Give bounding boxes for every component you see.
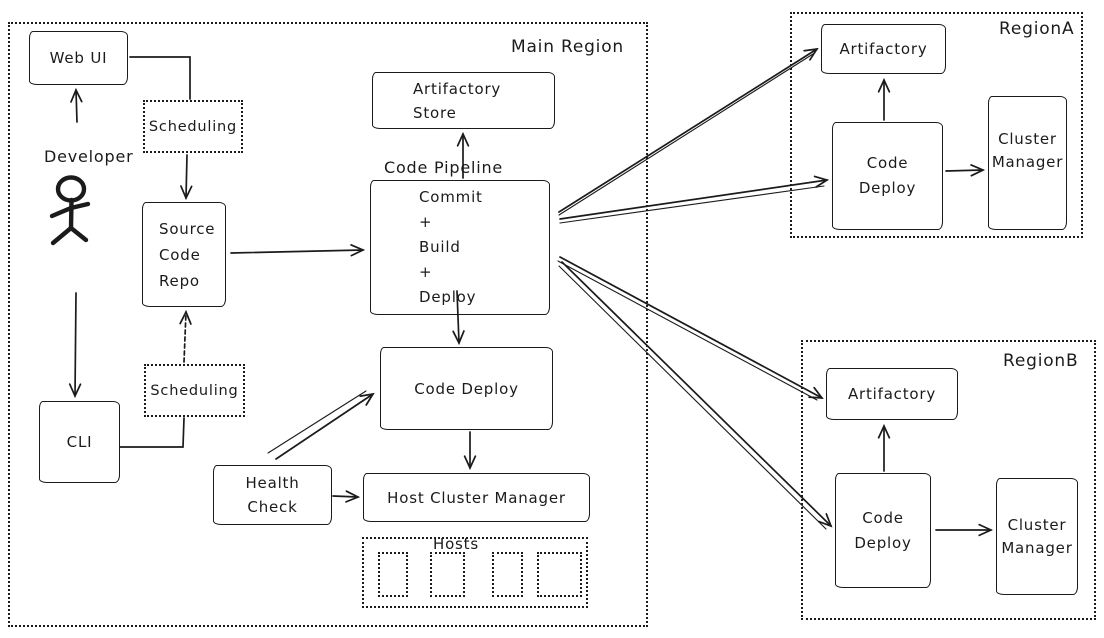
node-scheduling-top: Scheduling (143, 100, 243, 153)
node-code-deploy-region-b: Code Deploy (835, 473, 931, 588)
node-cluster-manager-region-b: Cluster Manager (996, 478, 1078, 595)
region-a-label: RegionA (999, 19, 1075, 39)
node-health-check: Health Check (213, 465, 332, 525)
node-artifactory-region-b: Artifactory (826, 368, 958, 420)
host-box-2 (430, 552, 465, 597)
node-source-code-repo: Source Code Repo (142, 202, 226, 307)
node-web-ui: Web UI (29, 31, 128, 85)
host-box-1 (378, 552, 408, 597)
region-b-label: RegionB (1003, 351, 1079, 371)
node-code-deploy-region-a: Code Deploy (832, 122, 943, 230)
node-artifactory-store: Artifactory Store (372, 72, 555, 129)
node-scheduling-bottom: Scheduling (144, 364, 245, 417)
host-box-3 (492, 552, 523, 597)
node-code-deploy-main: Code Deploy (380, 347, 553, 430)
node-artifactory-region-a: Artifactory (821, 24, 946, 74)
developer-label: Developer (44, 147, 134, 166)
code-pipeline-title: Code Pipeline (384, 158, 504, 177)
node-cluster-manager-region-a: Cluster Manager (988, 96, 1067, 230)
hosts-label: Hosts (433, 535, 479, 553)
host-box-4 (537, 552, 582, 597)
main-region-label: Main Region (511, 37, 624, 57)
node-cli: CLI (39, 401, 120, 483)
node-code-pipeline: Commit + Build + Deploy (370, 180, 550, 315)
hosts-container (362, 537, 588, 608)
node-host-cluster-manager: Host Cluster Manager (363, 473, 590, 522)
